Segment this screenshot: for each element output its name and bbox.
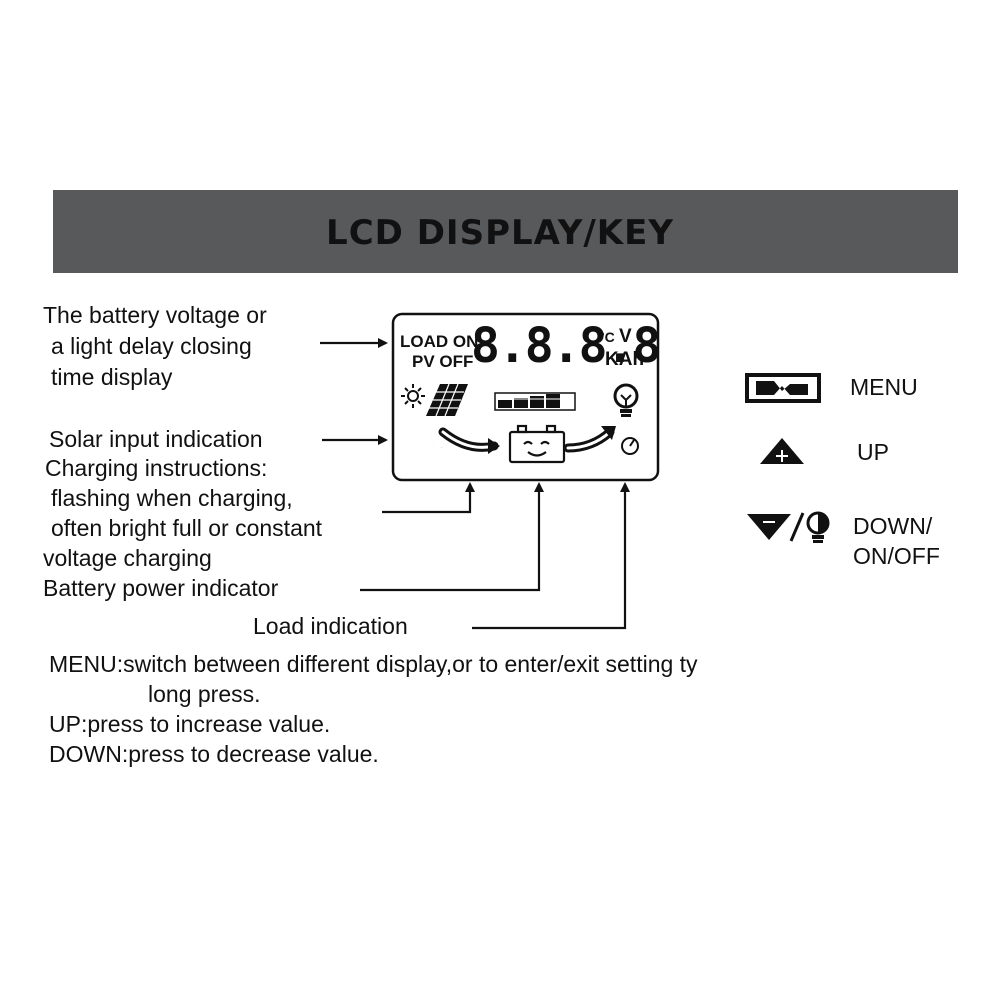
lcd-unit-v: V — [619, 326, 632, 347]
callout-charging-line3: often bright full or constant — [51, 515, 323, 541]
charge-arrow-left — [438, 427, 500, 454]
instruction-menu-line1: MENU:switch between different display,or… — [49, 651, 698, 677]
callout-voltage-line2: a light delay closing — [51, 333, 252, 359]
key-label-down: DOWN/ — [853, 513, 933, 539]
arrow-load — [472, 482, 630, 630]
instruction-up: UP:press to increase value. — [49, 711, 331, 737]
up-triangle-icon — [760, 438, 804, 464]
callout-charging-line4: voltage charging — [43, 545, 212, 571]
callout-solar: Solar input indication — [49, 426, 263, 452]
lcd-pv-off: PV OFF — [412, 352, 474, 371]
battery-level-icon — [494, 392, 576, 411]
instruction-down: DOWN:press to decrease value. — [49, 741, 379, 767]
lcd-unit-temp: °C — [599, 329, 615, 345]
arrow-charging — [382, 482, 475, 514]
slash-divider — [789, 512, 805, 542]
callout-voltage-line3: time display — [51, 364, 173, 390]
callout-load: Load indication — [253, 613, 408, 639]
menu-key-icon — [745, 373, 821, 403]
lcd-load-on: LOAD ON — [400, 332, 479, 351]
instruction-menu-line2: long press. — [148, 681, 261, 707]
key-label-up: UP — [857, 439, 889, 465]
key-label-menu: MENU — [850, 374, 918, 400]
sun-icon — [401, 384, 425, 408]
title-banner — [53, 190, 958, 273]
lcd-digits: 8.8.8.8 — [471, 318, 661, 374]
arrow-battery — [360, 482, 544, 592]
light-bulb-icon — [613, 383, 639, 417]
lcd-unit-kah: KAh — [605, 349, 645, 370]
key-label-onoff: ON/OFF — [853, 543, 940, 569]
callout-charging-line1: Charging instructions: — [45, 455, 268, 481]
page-title: LCD DISPLAY/KEY — [326, 213, 674, 253]
callout-battery: Battery power indicator — [43, 575, 279, 601]
down-triangle-icon — [747, 514, 791, 540]
solar-panel-icon — [426, 383, 468, 417]
bulb-onoff-icon — [806, 511, 830, 543]
callout-charging-line2: flashing when charging, — [51, 485, 293, 511]
callout-voltage-line1: The battery voltage or — [43, 302, 267, 328]
clock-icon — [621, 437, 639, 455]
lcd-frame — [391, 312, 660, 482]
battery-smile-icon — [508, 424, 566, 464]
charge-arrow-right — [563, 426, 616, 453]
